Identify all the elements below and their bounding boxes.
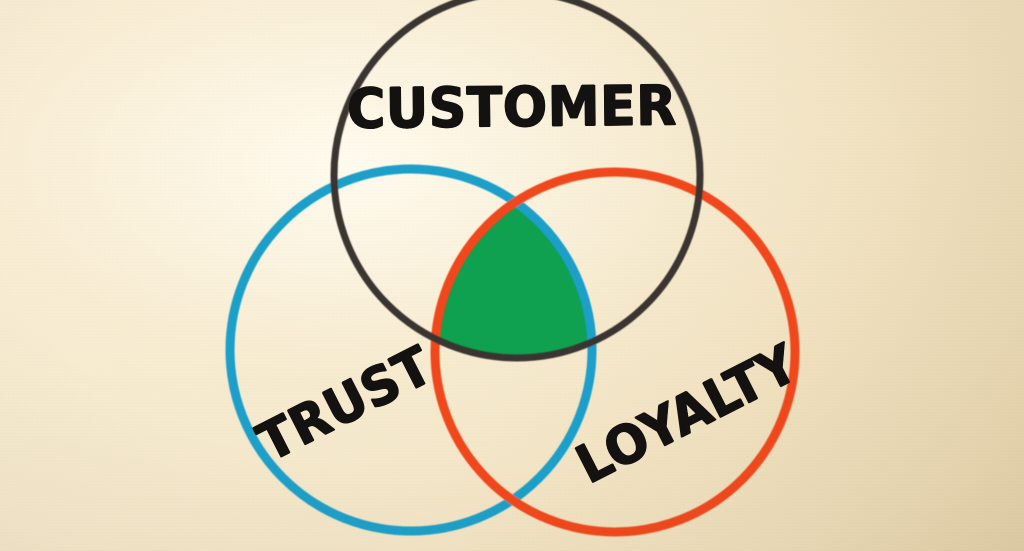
circle-outline-loyalty — [430, 167, 800, 537]
circle-label-customer: CUSTOMER — [346, 74, 678, 142]
circle-outline-trust — [225, 164, 597, 536]
circle-outline-customer — [330, 0, 704, 362]
